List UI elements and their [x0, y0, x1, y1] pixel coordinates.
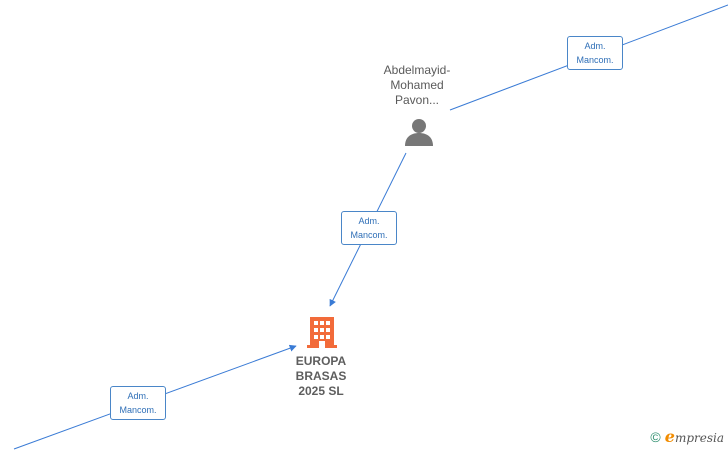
- edge-label-line-2: Mancom.: [119, 405, 157, 415]
- edge-label-person-company[interactable]: Adm. Mancom.: [341, 211, 397, 245]
- building-icon[interactable]: [307, 317, 337, 348]
- company-name-line-3: 2025 SL: [298, 384, 344, 398]
- person-name-line-1: Abdelmayid-: [383, 63, 451, 77]
- brand-logo: © empresia: [650, 427, 724, 446]
- edge-label-line-2: Mancom.: [350, 230, 388, 240]
- edge-label-line-1: Adm.: [358, 216, 380, 226]
- edge-label-line-1: Adm.: [127, 391, 149, 401]
- person-name-line-3: Pavon...: [394, 93, 440, 107]
- person-name-line-2: Mohamed: [390, 78, 444, 92]
- company-name-line-1: EUROPA: [295, 354, 347, 368]
- edge-label-bottom-left[interactable]: Adm. Mancom.: [110, 386, 166, 420]
- brand-wordmark: empresia: [665, 427, 724, 446]
- edge-label-line-1: Adm.: [584, 41, 606, 51]
- company-name-line-2: BRASAS: [295, 369, 347, 383]
- brand-initial: e: [664, 427, 675, 446]
- company-name-label[interactable]: EUROPA BRASAS 2025 SL: [280, 354, 362, 399]
- person-name-label[interactable]: Abdelmayid- Mohamed Pavon...: [370, 63, 464, 108]
- person-icon[interactable]: [405, 119, 433, 146]
- copyright-icon: ©: [650, 428, 661, 445]
- edge-label-top-right[interactable]: Adm. Mancom.: [567, 36, 623, 70]
- brand-name-rest: mpresia: [674, 431, 724, 445]
- edge-label-line-2: Mancom.: [576, 55, 614, 65]
